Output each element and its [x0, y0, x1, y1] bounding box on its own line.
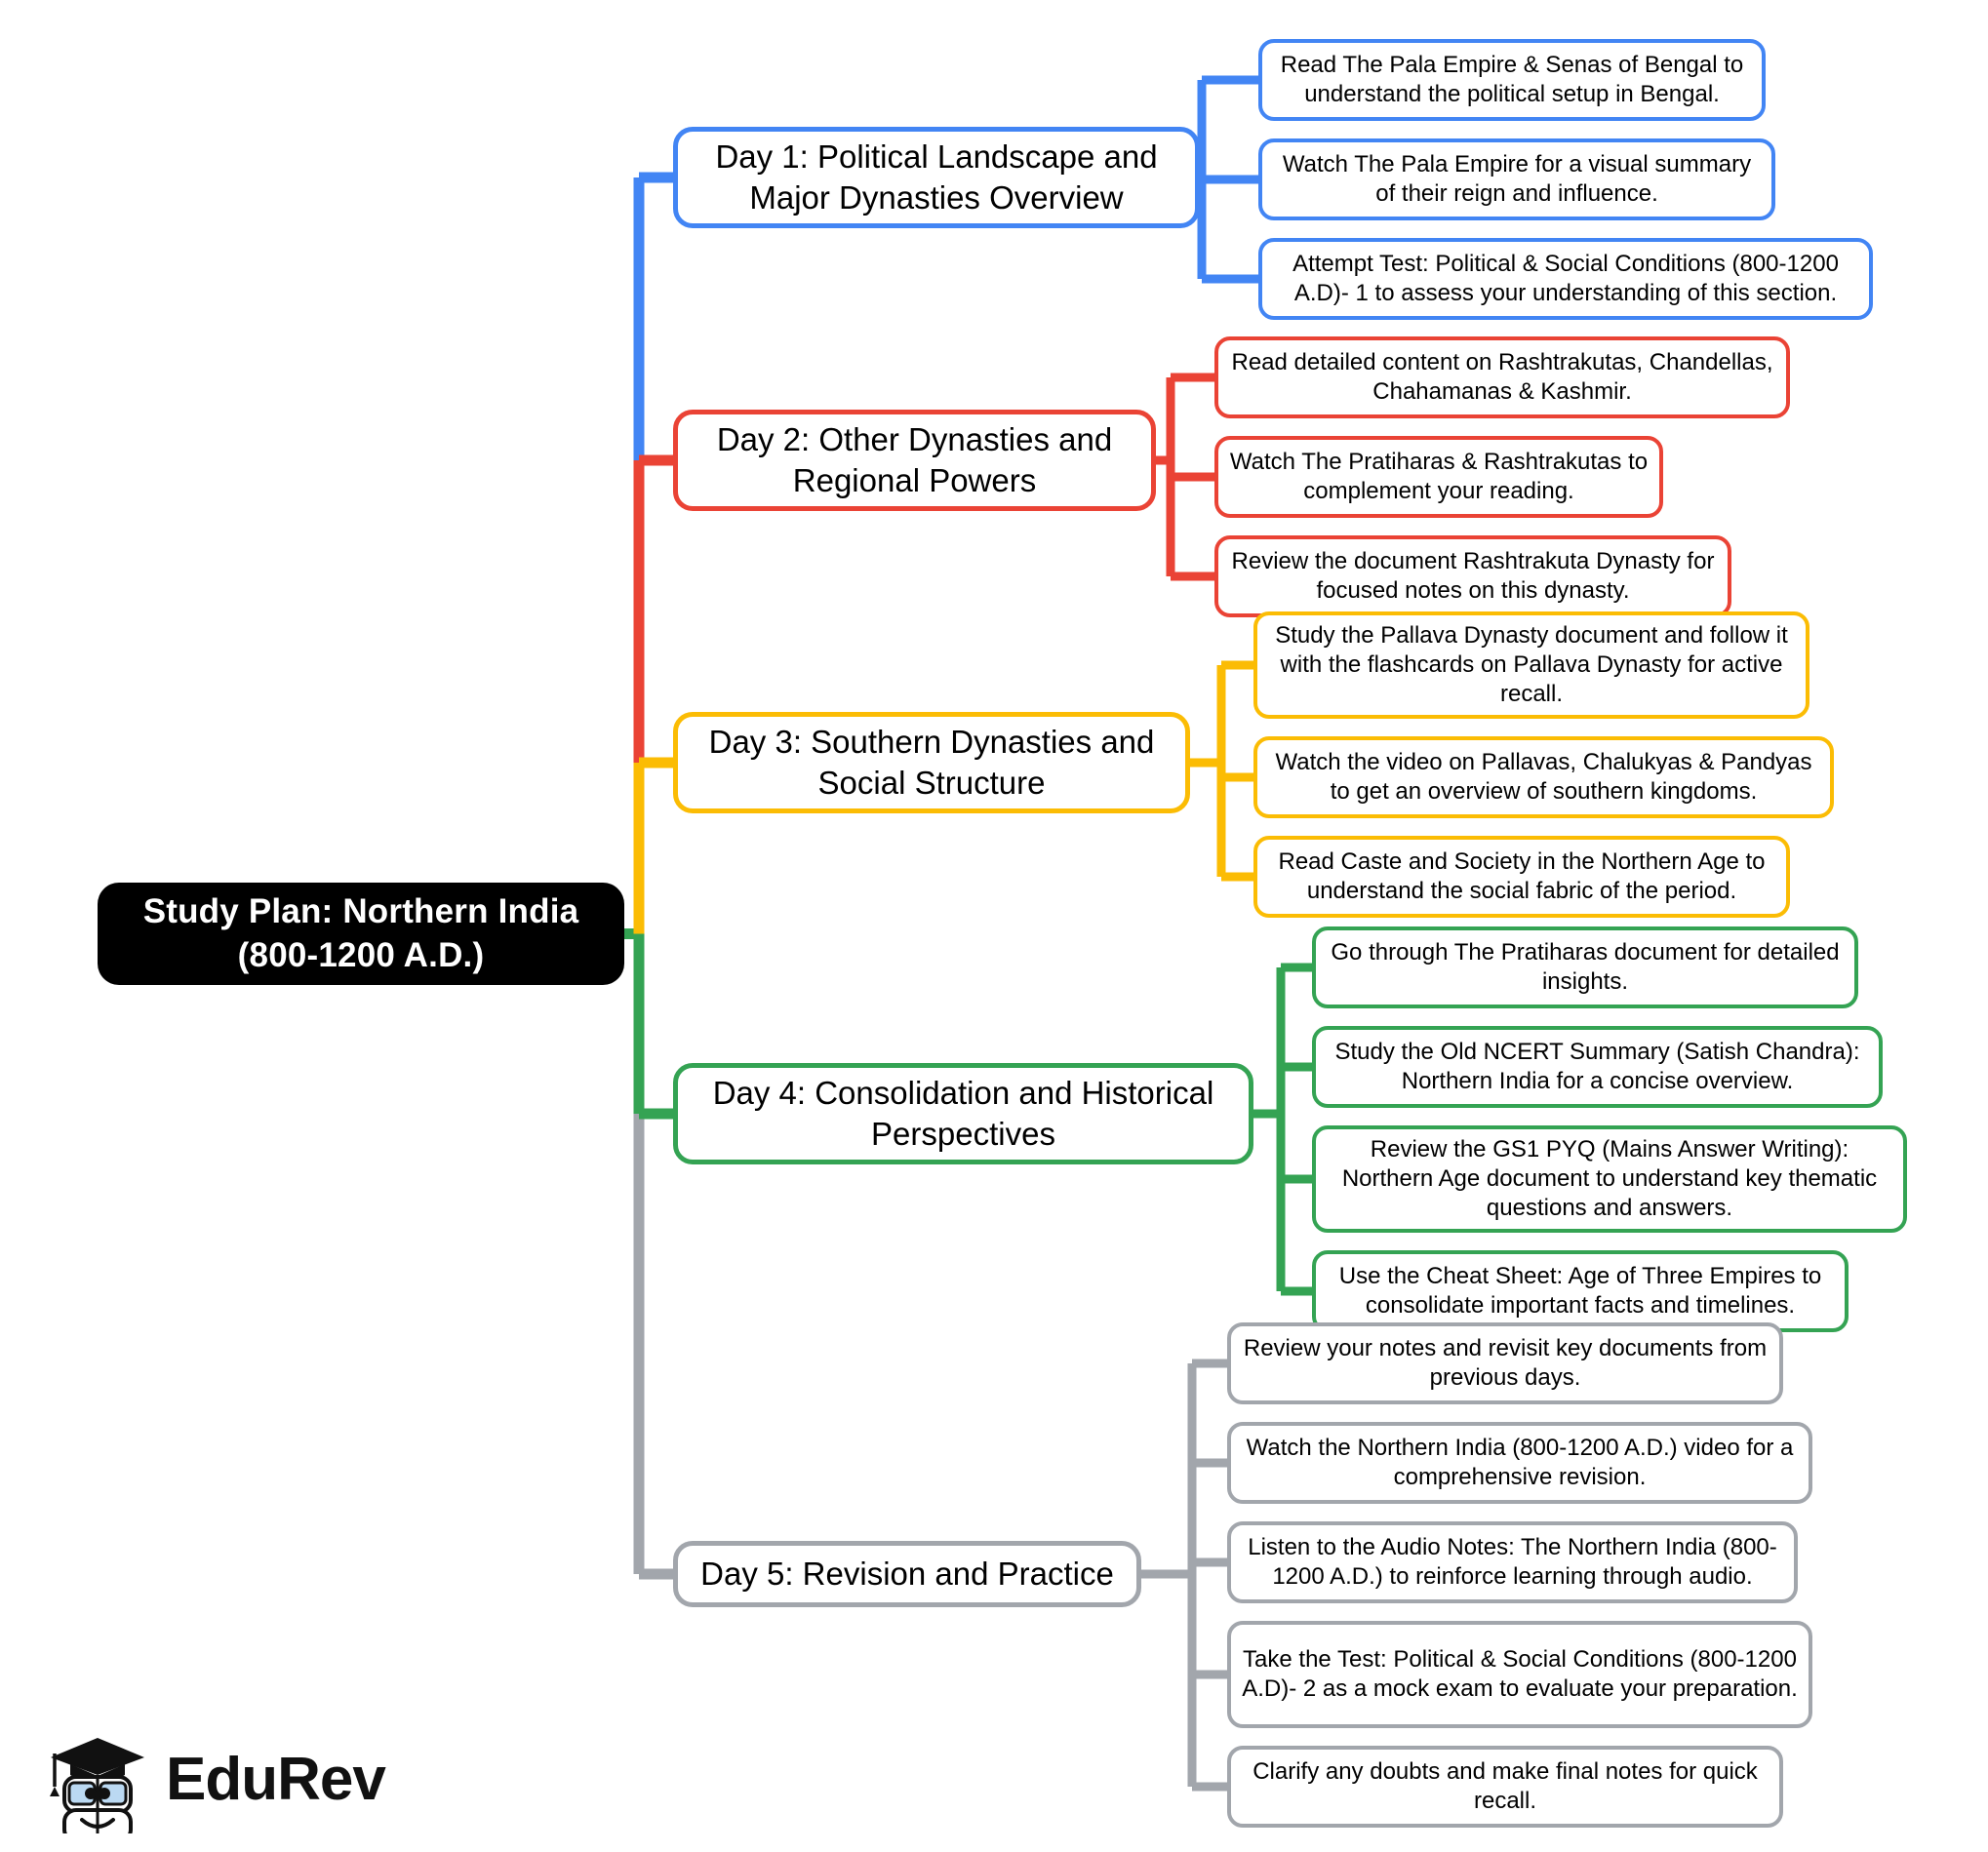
leaf-text: Study the Pallava Dynasty document and f… [1275, 621, 1788, 708]
day4-label-line1: Day 4: Consolidation and Historical [712, 1075, 1214, 1112]
leaf-node-day3-2[interactable]: Watch the video on Pallavas, Chalukyas &… [1253, 736, 1834, 818]
day5-label-line1: Day 5: Revision and Practice [700, 1556, 1114, 1593]
leaf-node-day2-1[interactable]: Read detailed content on Rashtrakutas, C… [1214, 336, 1790, 418]
leaf-text: Review the document Rashtrakuta Dynasty … [1231, 547, 1715, 604]
leaf-text: Read Caste and Society in the Northern A… [1278, 847, 1766, 904]
branch-node-day1[interactable]: Day 1: Political Landscape and Major Dyn… [673, 127, 1200, 228]
leaf-text: Use the Cheat Sheet: Age of Three Empire… [1338, 1262, 1822, 1319]
day4-label-line2: Perspectives [871, 1116, 1055, 1152]
leaf-node-day5-2[interactable]: Watch the Northern India (800-1200 A.D.)… [1227, 1422, 1812, 1504]
leaf-text: Review the GS1 PYQ (Mains Answer Writing… [1341, 1135, 1878, 1222]
leaf-text: Read The Pala Empire & Senas of Bengal t… [1280, 51, 1744, 107]
leaf-node-day1-1[interactable]: Read The Pala Empire & Senas of Bengal t… [1258, 39, 1766, 121]
leaf-node-day4-3[interactable]: Review the GS1 PYQ (Mains Answer Writing… [1312, 1125, 1907, 1233]
leaf-node-day3-3[interactable]: Read Caste and Society in the Northern A… [1253, 836, 1790, 918]
leaf-text: Review your notes and revisit key docume… [1243, 1334, 1768, 1391]
day1-label-line1: Day 1: Political Landscape and [715, 138, 1158, 176]
leaf-text: Watch the Northern India (800-1200 A.D.)… [1246, 1434, 1794, 1490]
leaf-node-day5-1[interactable]: Review your notes and revisit key docume… [1227, 1322, 1783, 1404]
branch-node-day5[interactable]: Day 5: Revision and Practice [673, 1541, 1141, 1607]
leaf-text: Read detailed content on Rashtrakutas, C… [1231, 348, 1773, 405]
day2-label-line1: Day 2: Other Dynasties and [716, 421, 1113, 458]
leaf-text: Watch The Pratiharas & Rashtrakutas to c… [1229, 448, 1649, 504]
leaf-text: Go through The Pratiharas document for d… [1331, 938, 1840, 995]
leaf-text: Study the Old NCERT Summary (Satish Chan… [1334, 1038, 1860, 1094]
leaf-node-day5-3[interactable]: Listen to the Audio Notes: The Northern … [1227, 1521, 1798, 1603]
leaf-text: Listen to the Audio Notes: The Northern … [1248, 1533, 1777, 1590]
root-node[interactable]: Study Plan: Northern India (800-1200 A.D… [98, 883, 624, 985]
branch-node-day3[interactable]: Day 3: Southern Dynasties and Social Str… [673, 712, 1190, 813]
day3-label-line2: Social Structure [817, 765, 1046, 801]
leaf-node-day4-2[interactable]: Study the Old NCERT Summary (Satish Chan… [1312, 1026, 1883, 1108]
root-title-line2: (800-1200 A.D.) [237, 935, 485, 974]
leaf-text: Watch the video on Pallavas, Chalukyas &… [1275, 748, 1812, 805]
leaf-node-day1-3[interactable]: Attempt Test: Political & Social Conditi… [1258, 238, 1873, 320]
leaf-text: Clarify any doubts and make final notes … [1252, 1757, 1758, 1814]
leaf-text: Watch The Pala Empire for a visual summa… [1282, 150, 1752, 207]
leaf-text: Take the Test: Political & Social Condit… [1242, 1645, 1798, 1702]
day3-label-line1: Day 3: Southern Dynasties and [708, 724, 1155, 761]
leaf-node-day1-2[interactable]: Watch The Pala Empire for a visual summa… [1258, 138, 1775, 220]
leaf-node-day3-1[interactable]: Study the Pallava Dynasty document and f… [1253, 611, 1809, 719]
day2-label-line2: Regional Powers [792, 462, 1037, 498]
branch-node-day4[interactable]: Day 4: Consolidation and Historical Pers… [673, 1063, 1253, 1164]
leaf-node-day4-1[interactable]: Go through The Pratiharas document for d… [1312, 926, 1858, 1008]
leaf-node-day2-2[interactable]: Watch The Pratiharas & Rashtrakutas to c… [1214, 436, 1663, 518]
leaf-node-day4-4[interactable]: Use the Cheat Sheet: Age of Three Empire… [1312, 1250, 1849, 1332]
branch-node-day2[interactable]: Day 2: Other Dynasties and Regional Powe… [673, 410, 1156, 511]
leaf-text: Attempt Test: Political & Social Conditi… [1292, 250, 1839, 306]
root-title-line1: Study Plan: Northern India [142, 892, 579, 931]
edurev-logo-text: EduRev [166, 1745, 386, 1813]
graduation-cap-character-icon [50, 1738, 144, 1833]
leaf-node-day5-5[interactable]: Clarify any doubts and make final notes … [1227, 1746, 1783, 1828]
leaf-node-day2-3[interactable]: Review the document Rashtrakuta Dynasty … [1214, 535, 1731, 617]
leaf-node-day5-4[interactable]: Take the Test: Political & Social Condit… [1227, 1621, 1812, 1728]
day1-label-line2: Major Dynasties Overview [749, 179, 1124, 216]
edurev-logo: EduRev [43, 1724, 386, 1833]
